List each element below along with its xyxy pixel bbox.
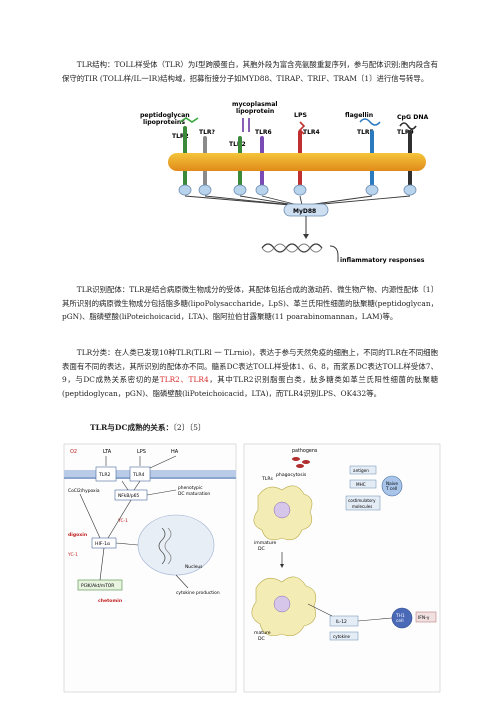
- ligand-label-lipoprotein: lipoprotein: [236, 108, 274, 115]
- section-title-tlr-dc: TLR与DC成熟的关系：〔2〕〔5〕: [90, 422, 206, 433]
- fig3-antigen-label: antigen: [353, 468, 369, 473]
- fig2-chetomin-label: chetomin: [98, 598, 122, 604]
- fig3-mature-label: mature: [254, 630, 271, 636]
- myd88-box: [283, 203, 329, 217]
- fig2-dc-maturation-label: DC maturation: [178, 491, 210, 497]
- ligand-label-flagellin: flagellin: [345, 112, 373, 119]
- paragraph-tlr-ligand: TLR识别配体：TLR是结合病原微生物成分的受体，其配体包括合成的激动药、微生物…: [62, 285, 438, 322]
- fig2-nfkb-label: NFkB/p65: [118, 493, 139, 499]
- receptor-label-tlr-unknown: TLR?: [199, 129, 216, 136]
- signal-arrows: [184, 195, 411, 206]
- receptor-label-tlr2-a: TLR2: [172, 133, 189, 140]
- dna-strand: [261, 243, 323, 253]
- ligand-label-mycoplasmal: mycoplasmal: [232, 101, 278, 108]
- fig3-costim-label: costimulatory: [348, 498, 376, 503]
- paragraph-tlr-structure: TLR结构：TOLL样受体（TLR）为I型跨膜蛋白，其胞外段为富含亮氨酸重复序列…: [62, 60, 438, 83]
- fig3-cytokine-label: cytokine: [333, 634, 351, 639]
- fig2-tlr4-label: TLR4: [132, 472, 145, 478]
- tir-domains: [178, 184, 417, 196]
- fig2-cytokine-label: cytokine production: [176, 590, 220, 596]
- fig3-ifn-label: IFN-γ: [418, 615, 430, 621]
- fig3-il12-label: IL-12: [336, 619, 347, 625]
- paragraph-tlr-classification: TLR分类：在人类已发现10种TLR(TLRl 一 TLrnio)，表达于参与天…: [62, 346, 438, 400]
- receptor-label-tlr9: TLR9: [397, 129, 414, 136]
- fig3-immature-label: immature: [254, 540, 277, 546]
- fig3-dc1-label: DC: [258, 546, 265, 552]
- receptor-stalks: [183, 126, 412, 187]
- inflammatory-responses-label: inflammatory responses: [340, 257, 425, 264]
- fig3-tcell-label: T cell: [385, 486, 397, 491]
- fig3-phagocytosis-label: phagocytosis: [276, 472, 307, 478]
- fig2-lta-label: LTA: [103, 449, 112, 455]
- myd88-label: MyD88: [293, 208, 316, 215]
- fig2-cocl2-label: CoCl2/hypoxia: [68, 488, 100, 494]
- highlight-separator: 、: [179, 375, 189, 385]
- fig2-pi3k-label: PI3K/Akt/mTOR: [81, 583, 114, 589]
- fig2-lps-label: LPS: [137, 449, 146, 455]
- fig3-costim2-label: molecules: [352, 504, 372, 509]
- fig3-pathogens-label: pathogens: [292, 448, 318, 454]
- fig2-digoxin-label: digoxin: [68, 532, 87, 538]
- ligand-label-lps: LPS: [294, 112, 307, 119]
- classification-text-pre: TLR分类：在人类已发现10种TLR(TLRl 一 TLrnio)，表达于参与天…: [62, 348, 438, 385]
- classification-text-post: ，其中TLR2识别脂蛋白类，肽多糖类如革兰氏阳性细菌的肽聚糖(peptidogl…: [62, 375, 438, 398]
- hif-tlr-diagram: O2 LTA LPS HA TLR2 TLR4 NFkB/p65 CoCl2/h…: [63, 443, 237, 693]
- fig3-mhc-label: MHC: [356, 482, 366, 487]
- fig2-nucleus-label: Nucleus: [185, 564, 203, 570]
- receptor-label-tlr4: TLR4: [303, 129, 320, 136]
- fig2-tlr2-label: TLR2: [98, 472, 111, 478]
- ligand-label-lipoproteins: lipoproteins: [143, 119, 185, 126]
- highlight-tlr4: TLR4: [188, 375, 209, 385]
- section-title-citation: 〔2〕〔5〕: [173, 423, 206, 432]
- ligand-symbols: [179, 117, 417, 135]
- receptor-label-tlr6: TLR6: [255, 129, 272, 136]
- section-title-text: TLR与DC成熟的关系：: [90, 423, 174, 432]
- fig3-naive-label: Naive: [386, 481, 398, 486]
- fig2-phenotypic-label: phenotypic: [178, 485, 203, 491]
- ligand-label-cpg: CpG DNA: [397, 114, 429, 121]
- cell-membrane: [168, 153, 426, 171]
- fig3-dc2-label: DC: [258, 636, 265, 642]
- fig3-cell-label: cell: [396, 618, 404, 624]
- fig2-hif-label: HIF-1α: [95, 541, 110, 547]
- fig3-tlrs-label: TLRs: [261, 476, 274, 482]
- receptor-label-tlr2-b: TLR2: [229, 141, 246, 148]
- ligand-label-peptidoglycan: peptidoglycan: [140, 112, 190, 119]
- fig2-yc1-top-label: YC-1: [117, 518, 128, 524]
- fig2-yc1-bottom-label: YC-1: [67, 552, 78, 558]
- fig3-th1-label: TH1: [395, 613, 405, 619]
- highlight-tlr2: TLR2: [159, 375, 180, 385]
- fig2-o2-label: O2: [70, 449, 77, 455]
- receptor-label-tlr5: TLR5: [357, 129, 374, 136]
- dc-maturation-diagram: pathogens TLRs phagocytosis immature DC …: [243, 443, 441, 693]
- fig2-ha-label: HA: [171, 449, 179, 455]
